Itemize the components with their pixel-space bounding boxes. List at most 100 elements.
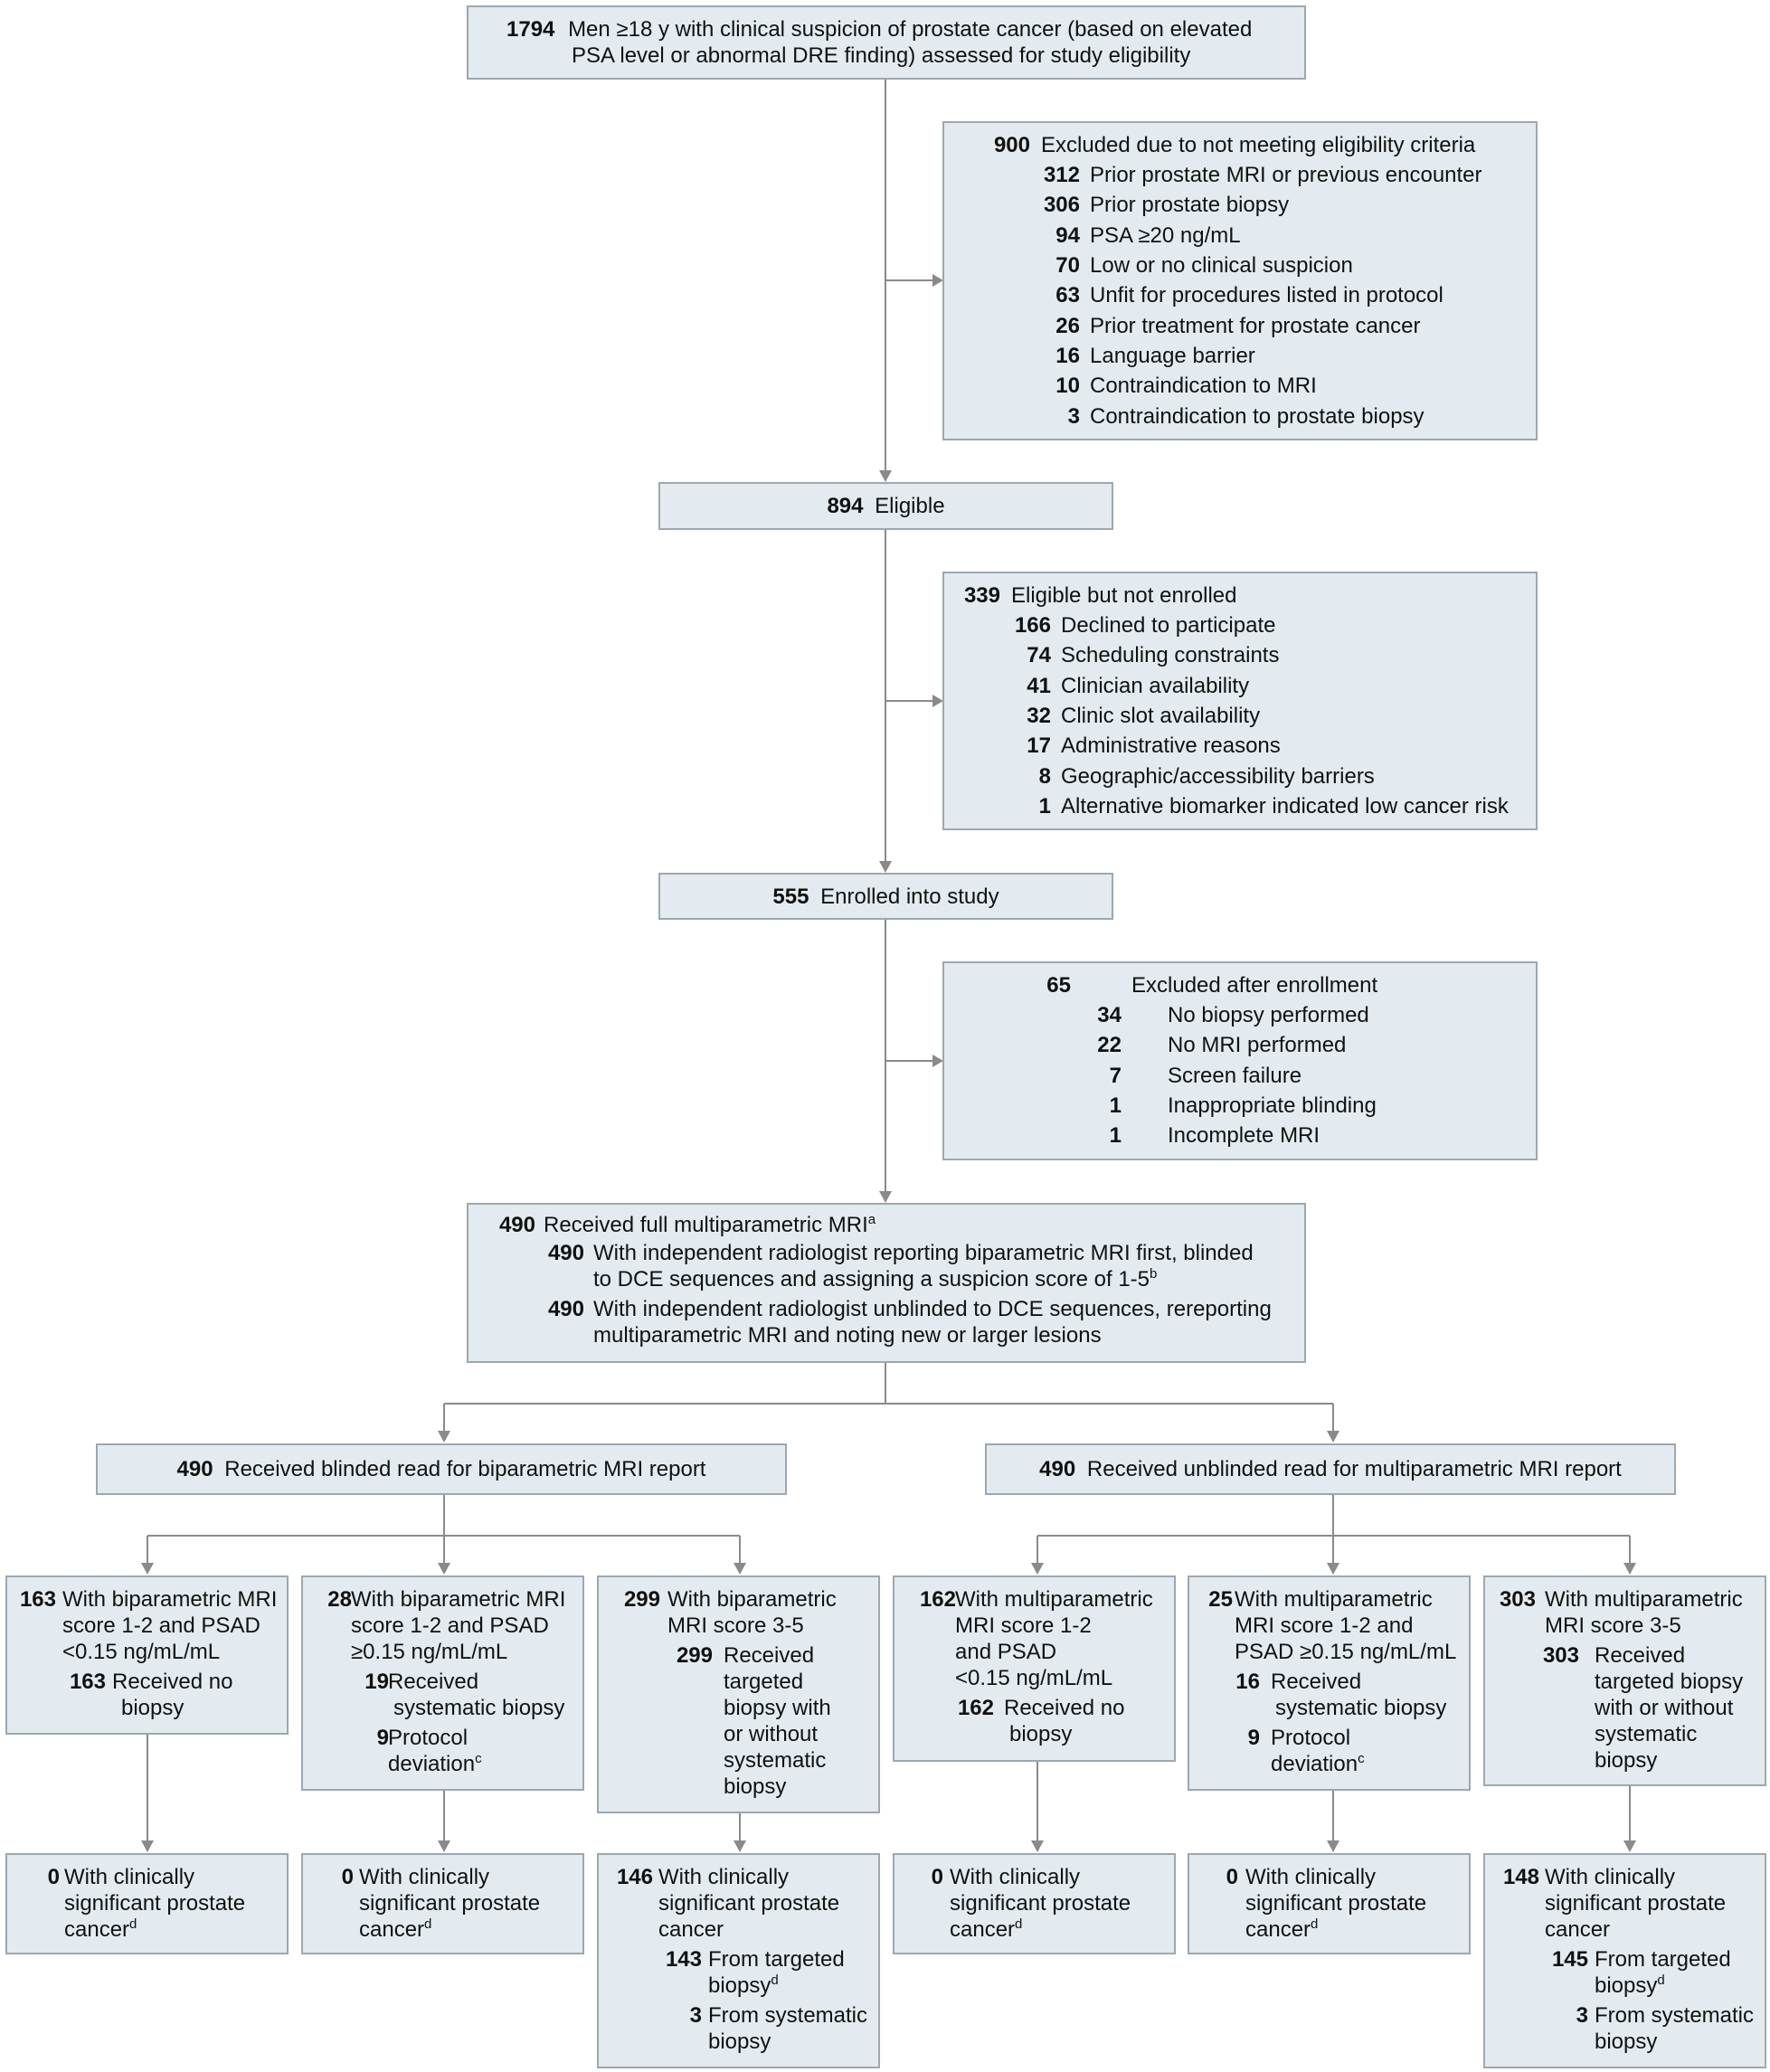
arm-sub-line: Received (1595, 1643, 1686, 1668)
arm-count: 25 (1208, 1587, 1233, 1612)
arm-sub-count: 162 (957, 1696, 994, 1720)
arm-deviation-line: deviation (1271, 1752, 1358, 1776)
outcome-footnote: d (129, 1916, 137, 1932)
excluded-item-text: Language barrier (1090, 344, 1255, 368)
arm-sub-line: targeted (724, 1670, 804, 1694)
outcome-multiparametric-high-psad: 0 With clinically significant prostate c… (1188, 1853, 1471, 1954)
arm-count: 303 (1499, 1587, 1536, 1612)
arm-sub-line: Received no (1004, 1696, 1125, 1720)
arrow-to-b2-out (438, 1840, 450, 1852)
outcome-count: 146 (616, 1865, 653, 1889)
deviation-footnote: c (475, 1751, 482, 1766)
arm-deviation-line: Protocol (388, 1726, 469, 1750)
excluded-item-count: 63 (1055, 283, 1080, 307)
not-enrolled-item-text: Geographic/accessibility barriers (1061, 764, 1375, 789)
arm-count: 163 (19, 1587, 56, 1612)
outcome-line: cancer (64, 1917, 130, 1942)
arm-biparametric-low-psad: 163 With biparametric MRI score 1-2 and … (5, 1575, 289, 1735)
outcome-line: With clinically (1545, 1865, 1676, 1889)
arrow-to-b1-out (141, 1840, 154, 1852)
outcome-footnote: d (1657, 1973, 1665, 1988)
outcome-count: 0 (47, 1865, 60, 1889)
outcome-footnote: d (1015, 1916, 1023, 1932)
arm-line: score 1-2 and PSAD (351, 1613, 549, 1638)
excluded-after-total-text: Excluded after enrollment (1131, 973, 1378, 998)
outcome-line: significant prostate (1545, 1891, 1727, 1916)
outcome-line: With clinically (1245, 1865, 1377, 1889)
arm-line: With biparametric (667, 1587, 837, 1612)
outcome-systematic-line: biopsy (1595, 2029, 1658, 2054)
mri-sub1-line2: to DCE sequences and assigning a suspici… (593, 1267, 1150, 1291)
outcome-count: 148 (1502, 1865, 1539, 1889)
arm-sub-line: biopsy (121, 1696, 185, 1720)
outcome-count: 0 (1226, 1865, 1238, 1889)
arm-line: MRI score 1-2 (955, 1613, 1092, 1638)
arrow-to-not-enrolled (932, 695, 943, 707)
mri-count: 490 (498, 1213, 535, 1237)
mri-footnote: a (867, 1212, 876, 1227)
not-enrolled-item-text: Administrative reasons (1061, 733, 1281, 758)
not-enrolled-item-text: Declined to participate (1061, 613, 1276, 638)
excluded-after-item-count: 22 (1097, 1033, 1122, 1057)
arm-line: With multiparametric (955, 1587, 1153, 1612)
arm-line: With multiparametric (1545, 1587, 1743, 1612)
excluded-item-text: Prior treatment for prostate cancer (1090, 314, 1421, 338)
outcome-targeted-wrap: biopsyd (1595, 1973, 1665, 1999)
arm-sub-line: biopsy (1009, 1722, 1073, 1746)
arm-sub-count: 163 (69, 1670, 106, 1694)
arm-line: ≥0.15 ng/mL/mL (351, 1640, 508, 1664)
outcome-line: With clinically (658, 1865, 790, 1889)
excluded-after-item-count: 1 (1109, 1123, 1122, 1148)
unblinded-count: 490 (1039, 1457, 1076, 1481)
arm-sub-count: 19 (364, 1670, 389, 1694)
excluded-after-item-text: Screen failure (1168, 1064, 1302, 1088)
arrow-to-b1 (141, 1563, 154, 1575)
outcome-line: significant prostate (1245, 1891, 1427, 1916)
mri-sub2-count: 490 (547, 1297, 584, 1321)
outcome-systematic-line: From systematic (1595, 2003, 1755, 2028)
outcome-count: 0 (341, 1865, 354, 1889)
enrolled-box: 555 Enrolled into study (658, 873, 1113, 920)
arm-sub-line: Received no (112, 1670, 233, 1694)
full-mri-box: 490 Received full multiparametric MRIa 4… (467, 1203, 1306, 1363)
arrow-to-unblinded (1327, 1431, 1339, 1443)
arm-line: MRI score 3-5 (667, 1613, 804, 1638)
not-enrolled-total-count: 339 (963, 583, 1000, 608)
outcome-count: 0 (931, 1865, 943, 1889)
unblinded-text: Received unblinded read for multiparamet… (1086, 1457, 1622, 1481)
not-enrolled-item-count: 166 (1014, 613, 1051, 638)
outcome-line-wrap: cancerd (359, 1916, 431, 1943)
arm-deviation-wrap: deviationc (388, 1751, 482, 1777)
arm-sub-line: Received (1271, 1670, 1362, 1694)
outcome-line-wrap: cancerd (1245, 1916, 1318, 1943)
not-enrolled-item-text: Clinician availability (1061, 674, 1250, 698)
eligible-count: 894 (827, 494, 864, 518)
arm-multiparametric-high-psad: 25 With multiparametric MRI score 1-2 an… (1188, 1575, 1471, 1791)
excluded-after-item-text: Inappropriate blinding (1168, 1093, 1377, 1118)
outcome-targeted-line: From targeted (1595, 1947, 1731, 1972)
outcome-targeted-line: biopsy (1595, 1973, 1658, 1998)
excluded-item-text: Low or no clinical suspicion (1090, 253, 1353, 278)
arrow-to-b3 (734, 1563, 746, 1575)
outcome-line: cancer (1245, 1917, 1311, 1942)
outcome-footnote: d (424, 1916, 432, 1932)
excluded-item-text: Contraindication to MRI (1090, 374, 1317, 398)
arm-biparametric-high-psad: 28 With biparametric MRI score 1-2 and P… (301, 1575, 584, 1791)
arm-line: PSAD ≥0.15 ng/mL/mL (1235, 1640, 1457, 1664)
excluded-item-text: Contraindication to prostate biopsy (1090, 404, 1425, 429)
excluded-item-count: 3 (1067, 404, 1080, 429)
mri-text: Received full multiparametric MRIa (544, 1212, 876, 1238)
unblinded-read-box: 490 Received unblinded read for multipar… (985, 1443, 1676, 1495)
arm-sub-count: 299 (676, 1643, 713, 1668)
arm-line: <0.15 ng/mL/mL (62, 1640, 221, 1664)
arrow-to-m3 (1623, 1563, 1636, 1575)
mri-sub1-line2-wrap: to DCE sequences and assigning a suspici… (593, 1266, 1157, 1292)
excluded-item-count: 26 (1055, 314, 1080, 338)
screening-box: 1794 Men ≥18 y with clinical suspicion o… (467, 5, 1306, 80)
outcome-line: cancer (950, 1917, 1016, 1942)
arm-deviation-wrap: deviationc (1271, 1751, 1365, 1777)
arrow-to-eligible (879, 470, 892, 482)
